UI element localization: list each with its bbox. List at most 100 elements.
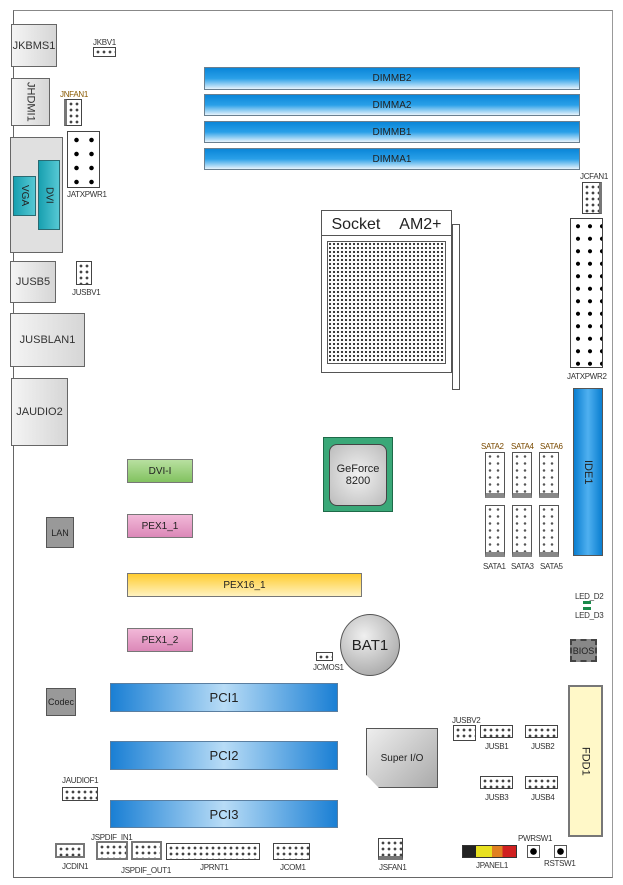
sata2-connector [485,452,505,498]
jnfan1-label: JNFAN1 [60,90,88,99]
bios-chip: BIOS [570,639,597,662]
dimm-slot: DIMMA1 [204,148,580,170]
pci3-slot: PCI3 [110,800,338,828]
led-d3-label: LED_D3 [575,611,604,620]
battery-label: BAT1 [351,636,389,654]
jcmos1-header [316,652,333,661]
chipset-name: GeForce [336,462,380,475]
sata6-label: SATA6 [540,442,563,451]
dvi-port: DVI [38,160,60,230]
jspdif-out1-header [131,841,162,860]
usblan-label: JUSBLAN1 [19,334,76,346]
codec-chip: Codec [46,688,76,716]
jatxpwr1-connector [67,131,100,188]
dimm-label: DIMMA1 [372,153,412,165]
sata6-connector [539,452,559,498]
kbms-label: JKBMS1 [12,39,56,52]
jsfan1-header [378,838,403,860]
pex16-1-label: PEX16_1 [223,579,266,591]
pex1-2-label: PEX1_2 [141,634,179,646]
jprnt1-label: JPRNT1 [200,863,229,872]
socket-label: Socket [331,216,381,233]
sata5-connector [539,505,559,557]
jusbv1-label: JUSBV1 [72,288,101,297]
sata1-label: SATA1 [483,562,506,571]
dimm-slot: DIMMB1 [204,121,580,143]
jcdin1-label: JCDIN1 [62,862,89,871]
jprnt1-header [166,843,260,860]
dvi-i-label: DVI-I [148,465,172,477]
vga-label: VGA [19,185,30,207]
sata5-label: SATA5 [540,562,563,571]
chipset-model: 8200 [345,474,371,487]
bios-label: BIOS [572,645,595,656]
jkbv1-label: JKBV1 [93,38,116,47]
power-switch[interactable] [527,845,540,858]
pex16-1-slot: PEX16_1 [127,573,362,597]
jnfan1-header [64,99,82,126]
fdd-label: FDD1 [579,746,592,776]
jspdif-in1-label: JSPDIF_IN1 [91,833,133,842]
jusbv2-label: JUSBV2 [452,716,481,725]
pci2-slot: PCI2 [110,741,338,770]
pci3-label: PCI3 [209,806,239,822]
dimm-label: DIMMB2 [372,73,412,84]
jatxpwr2-connector [570,218,603,368]
sata3-connector [512,505,532,557]
jcmos1-label: JCMOS1 [313,663,344,672]
jusbv1-header [76,261,92,285]
rstsw1-label: RSTSW1 [544,859,576,868]
jaudiof1-header [62,787,98,801]
cpu-socket: Socket AM2+ [321,210,452,373]
dimm-label: DIMMA2 [372,99,412,111]
pci2-label: PCI2 [209,748,239,763]
kbms-port: JKBMS1 [11,24,57,67]
jkbv1-header [93,47,116,57]
jcfan1-label: JCFAN1 [580,172,608,181]
jcom1-label: JCOM1 [280,863,306,872]
vga-port: VGA [13,176,36,216]
pex1-1-label: PEX1_1 [141,520,179,532]
jspdif-in1-header [96,841,128,860]
led-d2 [583,601,591,604]
hdmi-port: JHDMI1 [11,78,50,126]
socket-lever [452,224,460,390]
dimm-slot: DIMMB2 [204,67,580,90]
usb5-label: JUSB5 [15,276,51,288]
audio-port: JAUDIO2 [11,378,68,446]
jusb1-label: JUSB1 [485,742,509,751]
dvi-i-slot: DVI-I [127,459,193,483]
led-d3 [583,607,591,610]
jatxpwr1-label: JATXPWR1 [67,190,107,199]
jspdif-out1-label: JSPDIF_OUT1 [121,866,172,875]
codec-label: Codec [47,697,74,707]
jusb4-label: JUSB4 [531,793,555,802]
pwrsw1-label: PWRSW1 [518,834,553,843]
super-io-label: Super I/O [380,752,424,764]
fdd-connector: FDD1 [568,685,603,837]
sata4-connector [512,452,532,498]
sata1-connector [485,505,505,557]
reset-switch[interactable] [554,845,567,858]
usblan-port: JUSBLAN1 [10,313,85,367]
jusbv2-header [453,725,476,741]
dvi-label: DVI [43,186,55,204]
dimm-label: DIMMB1 [372,126,412,138]
pci1-label: PCI1 [209,690,239,705]
sata2-label: SATA2 [481,442,504,451]
jusb2-label: JUSB2 [531,742,555,751]
usb5-port: JUSB5 [10,261,56,303]
hdmi-label: JHDMI1 [24,82,37,122]
lan-chip: LAN [46,517,74,548]
socket-type-label: AM2+ [399,216,442,233]
jaudiof1-label: JAUDIOF1 [62,776,99,785]
jcfan1-header [582,182,602,214]
ide-label: IDE1 [582,459,594,485]
jpanel1-label: JPANEL1 [476,861,508,870]
super-io-chip: Super I/O [366,728,438,788]
audio-label: JAUDIO2 [16,406,63,418]
pex1-1-slot: PEX1_1 [127,514,193,538]
jcom1-header [273,843,310,860]
battery: BAT1 [340,614,400,676]
pex1-2-slot: PEX1_2 [127,628,193,652]
